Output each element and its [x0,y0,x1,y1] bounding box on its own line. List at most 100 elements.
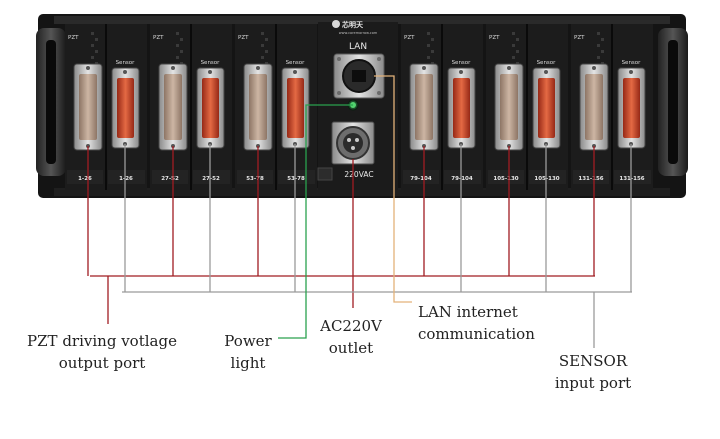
sensor-connector-screw-top [459,70,463,74]
lan-label: LAN [349,42,367,52]
lan-port[interactable] [333,53,385,99]
sensor-badge: Sensor [201,60,221,66]
module-vent [512,32,515,35]
sensor-range-label: 131-156 [619,176,644,182]
power-leader [278,104,353,339]
pzt-range-plate [573,170,609,184]
sensor-callout-line-2: input port [554,374,632,392]
sensor-badge: Sensor [537,60,557,66]
ac-outlet[interactable] [331,121,375,165]
pzt-range-label: 79-104 [410,176,432,182]
chassis-bottom-rail [54,188,670,196]
module-vent [597,44,600,47]
pzt-connector[interactable] [579,63,609,151]
ac-label: 220VAC [344,170,373,179]
sensor-badge: Sensor [116,60,136,66]
module-vent [180,38,183,41]
module-vent [261,32,264,35]
pzt-badge: PZT [404,35,415,41]
sensor-connector[interactable] [196,67,225,149]
module-vent [431,38,434,41]
pzt-connector-screw-top [171,66,175,70]
sensor-range-plate [529,170,566,184]
lan-port-screw-tl [337,57,341,61]
module-4: PZT Sensor 79-104 79-104 [401,24,483,190]
lan-port-screw-bl [337,91,341,95]
sensor-range-label: 53-78 [287,176,305,182]
sensor-range-plate [444,170,481,184]
module-vent [261,56,264,59]
lan-port-screw-tr [377,57,381,61]
sensor-range-label: 1-26 [119,176,133,182]
pzt-connector[interactable] [73,63,103,151]
pzt-range-label: 1-26 [78,176,92,182]
pzt-connector-pins [249,74,267,140]
module-vent [427,32,430,35]
pzt-connector-screw-top [422,66,426,70]
pzt-connector[interactable] [158,63,188,151]
pzt-connector[interactable] [494,63,524,151]
pzt-connector-screw-top [256,66,260,70]
module-vent [427,56,430,59]
pzt-range-plate [403,170,439,184]
pzt-range-label: 53-78 [246,176,264,182]
sensor-connector[interactable] [447,67,476,149]
pzt-range-plate [237,170,273,184]
lan-leader [374,75,412,303]
lan-callout-line-2: communication [418,325,535,343]
sensor-connector[interactable] [617,67,646,149]
sensor-connector[interactable] [111,67,140,149]
brand-name: 芯明天 [342,20,364,29]
pzt-badge: PZT [68,35,79,41]
module-divider [611,24,613,190]
pzt-callout-line-2: output port [58,354,146,372]
module-1: PZT Sensor 1-26 1-26 [65,24,147,190]
module-divider [190,24,192,190]
sensor-connector-screw-top [544,70,548,74]
pzt-connector-pins [164,74,182,140]
sensor-connector[interactable] [281,67,310,149]
pzt-connector[interactable] [243,63,273,151]
sensor-callout-line-1: SENSOR [558,352,628,370]
sensor-connector[interactable] [532,67,561,149]
lan-communication-callout: LAN internet communication [418,301,568,345]
sensor-connector-pins [453,78,470,138]
module-divider [275,24,277,190]
pzt-range-plate [67,170,103,184]
module-vent [176,32,179,35]
lan-callout-line-1: LAN internet [418,303,518,321]
module-vent [95,50,98,53]
sensor-badge: Sensor [452,60,472,66]
module-divider [526,24,528,190]
pzt-badge: PZT [489,35,500,41]
pzt-range-label: 105-130 [493,176,518,182]
ac-outlet-pin-1 [347,138,351,142]
lan-port-screw-br [377,91,381,95]
sensor-range-plate [614,170,651,184]
pzt-callout-line-1: PZT driving votlage [27,332,177,350]
pzt-connector[interactable] [409,63,439,151]
sensor-connector-pins [623,78,640,138]
pzt-connector-screw-top [86,66,90,70]
ac-outlet-pin-2 [355,138,359,142]
sensor-connector-screw-top [208,70,212,74]
sensor-range-label: 27-52 [202,176,220,182]
sensor-connector-pins [202,78,219,138]
power-callout-line-1: Power [224,332,272,350]
annotation-lines [87,144,632,348]
module-vent [597,32,600,35]
module-vent [512,56,515,59]
sensor-badge: Sensor [622,60,642,66]
ac-callout-line-1: AC220V [320,317,382,335]
pzt-connector-pins [415,74,433,140]
pzt-badge: PZT [574,35,585,41]
module-vent [601,50,604,53]
module-vent [176,44,179,47]
sensor-range-label: 79-104 [451,176,473,182]
sensor-connector-screw-top [293,70,297,74]
